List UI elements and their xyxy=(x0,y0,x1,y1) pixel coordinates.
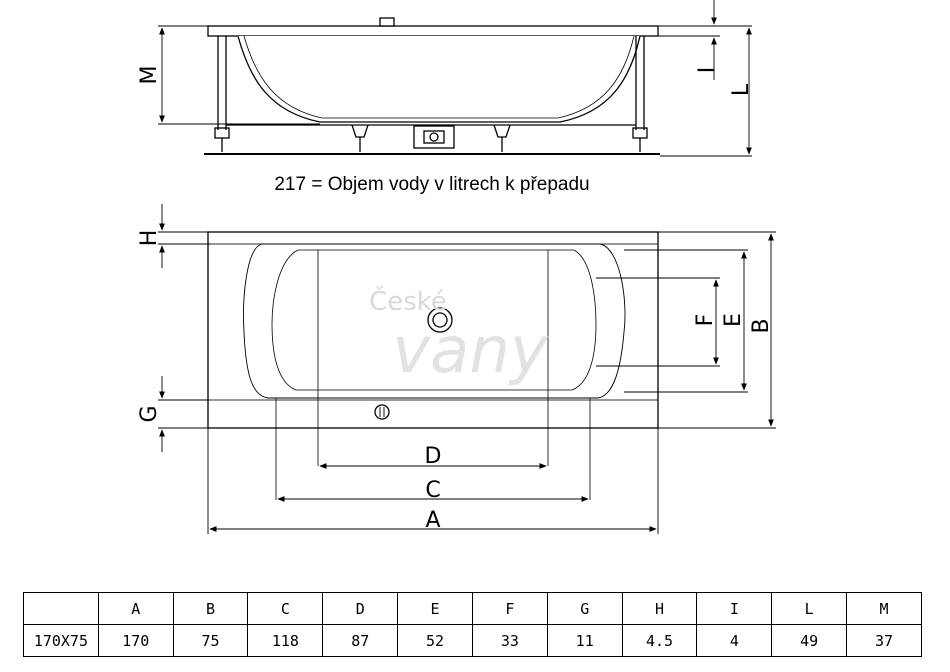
waste-trap xyxy=(413,125,455,149)
table-cell: 4.5 xyxy=(621,624,698,657)
table-row: 170X75 170 75 118 87 52 33 11 4.5 4 49 3… xyxy=(23,624,922,657)
foot-1 xyxy=(214,127,230,139)
watermark-line1: České xyxy=(369,285,447,317)
table-header-cell: M xyxy=(846,592,922,625)
drain-inner xyxy=(432,312,448,328)
foot-4 xyxy=(493,124,511,138)
label-F: F xyxy=(693,314,718,327)
waste-trap-inner xyxy=(423,130,445,144)
label-D: D xyxy=(425,444,442,469)
table-header-cell: I xyxy=(696,592,773,625)
dimensions-table: A B C D E F G H I L M 170X75 170 75 118 … xyxy=(23,592,922,657)
table-cell: 170 xyxy=(97,624,174,657)
table-header-cell: H xyxy=(621,592,698,625)
top-dimensions xyxy=(158,204,776,534)
table-header-cell: E xyxy=(397,592,473,625)
overflow-fitting xyxy=(379,17,395,27)
label-I: I xyxy=(695,67,720,74)
foot-2 xyxy=(632,127,648,139)
table-header-row: A B C D E F G H I L M xyxy=(23,592,922,625)
table-header-cell: B xyxy=(172,592,249,625)
table-header-cell: C xyxy=(247,592,324,625)
table-header-cell: D xyxy=(322,592,399,625)
tub-inner-line xyxy=(243,35,635,119)
table-cell: 75 xyxy=(172,624,249,657)
table-cell: 33 xyxy=(471,624,548,657)
dim-M xyxy=(158,25,320,125)
label-G: G xyxy=(137,405,162,422)
dim-L xyxy=(658,25,752,157)
table-header-cell: G xyxy=(546,592,623,625)
label-B: B xyxy=(749,318,774,333)
drain xyxy=(427,307,453,333)
table-cell: 4 xyxy=(696,624,773,657)
table-cell: 37 xyxy=(846,624,922,657)
basin-outline xyxy=(243,243,626,399)
tub-rim xyxy=(207,25,659,37)
table-header-cell: L xyxy=(771,592,848,625)
top-view xyxy=(207,231,659,500)
table-cell: 118 xyxy=(247,624,324,657)
overflow-hole xyxy=(374,404,390,420)
table-cell: 11 xyxy=(546,624,623,657)
waste-outlet xyxy=(429,132,439,142)
label-M: M xyxy=(137,66,162,85)
table-cell: 87 xyxy=(322,624,399,657)
dim-I xyxy=(658,0,720,80)
label-H: H xyxy=(137,230,162,247)
side-view xyxy=(158,0,752,157)
label-C: C xyxy=(425,478,440,503)
table-header-cell xyxy=(23,592,99,625)
table-cell: 52 xyxy=(397,624,473,657)
tub-body xyxy=(237,35,641,123)
label-E: E xyxy=(721,313,746,327)
table-cell: 170X75 xyxy=(23,624,99,657)
table-header-cell: F xyxy=(471,592,548,625)
caption-overflow-volume: 217 = Objem vody v litrech k přepadu xyxy=(274,174,589,195)
watermark-line2: vany xyxy=(392,314,549,388)
basin-floor xyxy=(271,249,597,391)
label-L: L xyxy=(729,83,754,96)
table-header-cell: A xyxy=(97,592,174,625)
label-A: A xyxy=(425,508,440,533)
table-cell: 49 xyxy=(771,624,848,657)
bathtub-technical-drawing: M I L 217 = Objem vody v litrech k přepa… xyxy=(137,0,776,534)
foot-3 xyxy=(351,124,369,138)
